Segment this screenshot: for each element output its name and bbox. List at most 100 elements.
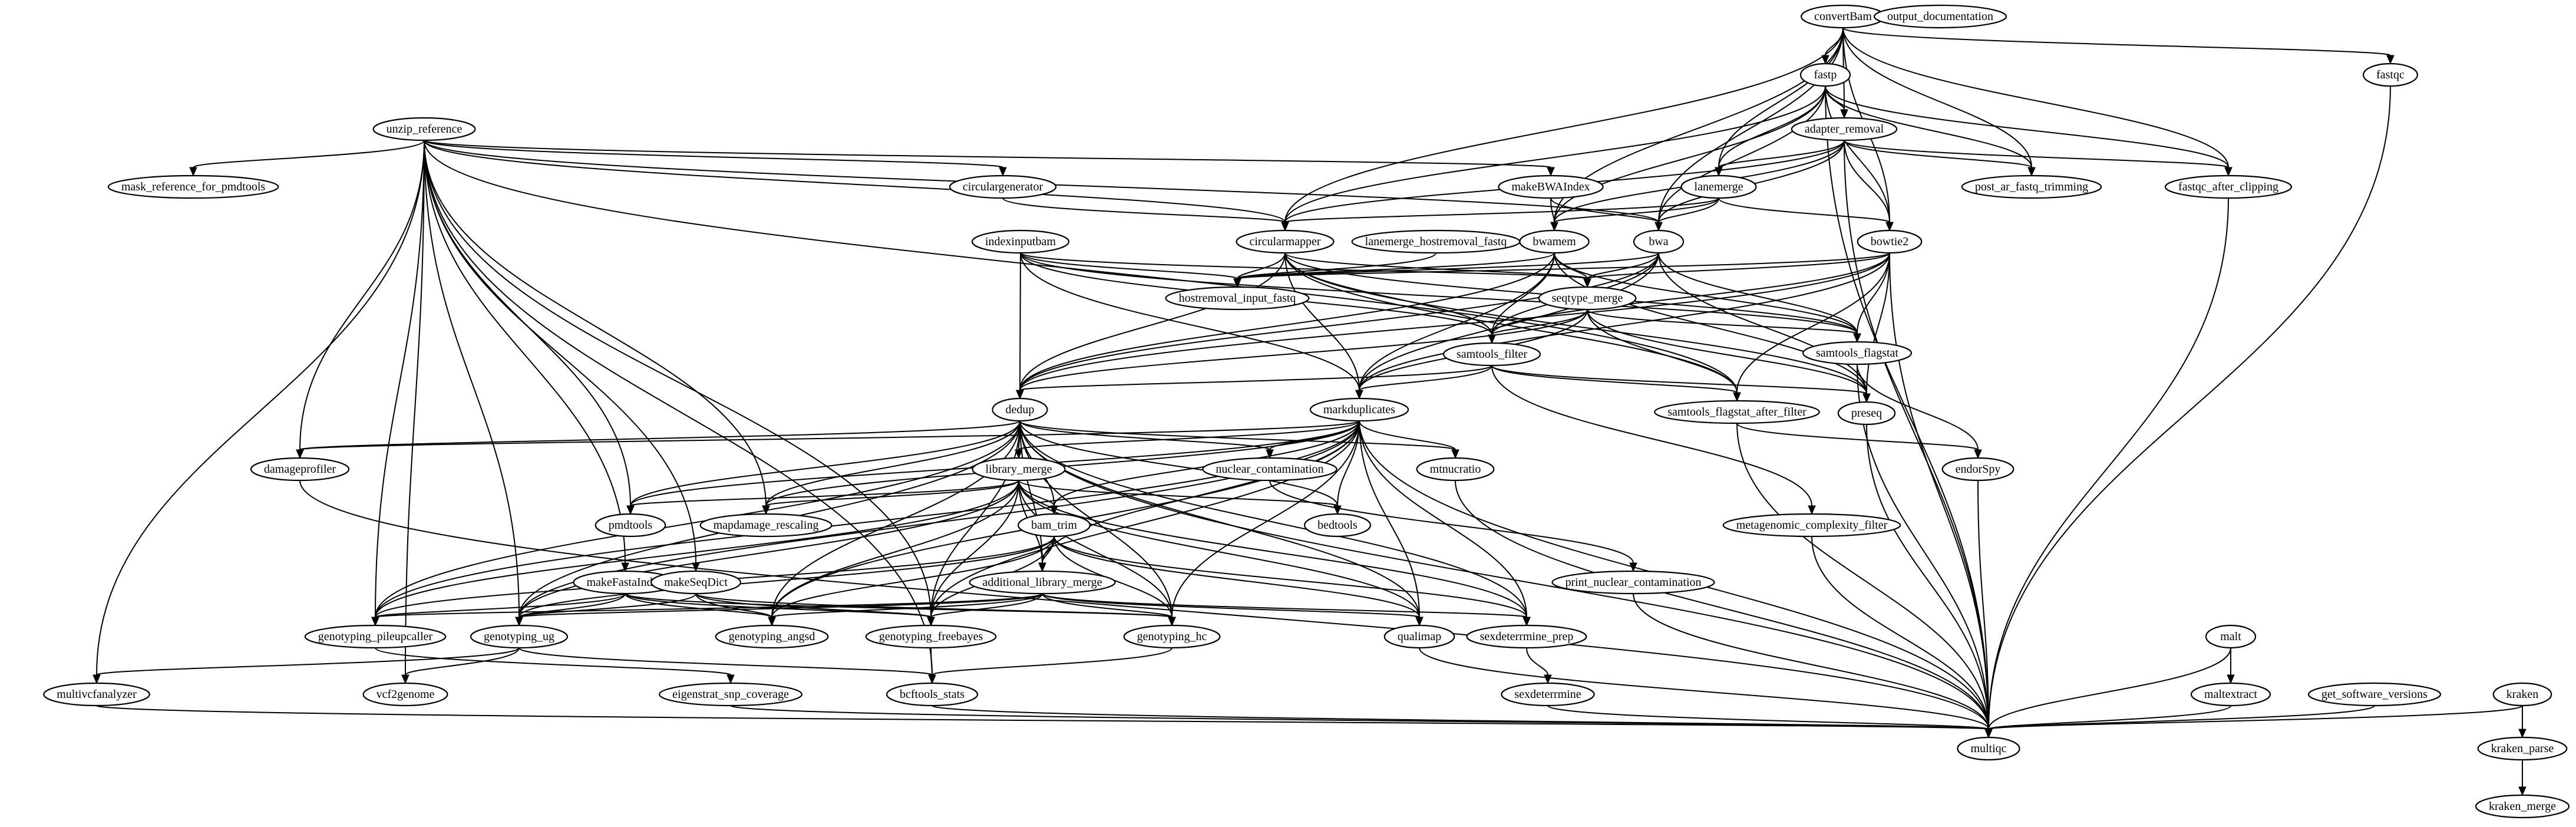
node-kraken_parse: kraken_parse — [2477, 736, 2568, 761]
edge-unzip_reference-to-mapdamage_rescaling — [424, 140, 770, 515]
node-circularmapper: circularmapper — [1236, 229, 1335, 254]
node-ellipse — [1123, 624, 1221, 649]
edge-line — [1237, 252, 1436, 279]
edge-line — [771, 480, 1019, 618]
node-output_documentation: output_documentation — [1873, 4, 2007, 29]
node-markduplicates: markduplicates — [1309, 397, 1409, 422]
edge-fastp-to-circularmapper — [1281, 85, 1826, 232]
edge-line — [1018, 480, 1338, 506]
node-ellipse — [992, 397, 1048, 422]
node-ellipse — [595, 513, 666, 538]
edge-markduplicates-to-mtnucratio — [1359, 420, 1459, 459]
edge-line — [1020, 252, 1588, 279]
edge-arrowhead — [1266, 449, 1274, 459]
edge-line — [1491, 365, 1867, 394]
node-ellipse — [43, 682, 150, 707]
edge-get_software_versions-to-multiqc — [1984, 705, 2375, 739]
edge-line — [765, 480, 1019, 506]
edge-line — [518, 647, 933, 676]
node-label: genotyping_angsd — [729, 630, 815, 643]
edge-line — [1491, 252, 1890, 335]
node-ellipse — [1416, 457, 1495, 482]
node-label: kraken_merge — [2489, 800, 2556, 813]
edge-unzip_reference-to-makeFastaIndex — [424, 140, 629, 572]
edge-seqtype_merge-to-samtools_flagstat — [1587, 309, 1861, 343]
edge-bam_trim-to-sexdeterrmine_prep — [1053, 536, 1531, 627]
node-bwa: bwa — [1633, 229, 1685, 254]
edge-multivcfanalyzer-to-multiqc — [96, 705, 1993, 739]
edge-line — [1237, 252, 1286, 279]
edge-line — [695, 593, 932, 618]
edge-dedup-to-mtnucratio — [1019, 420, 1459, 459]
edge-arrowhead — [1583, 278, 1591, 288]
edge-line — [930, 647, 933, 676]
edge-arrowhead — [1821, 55, 1829, 65]
node-hostremoval_input_fastq: hostremoval_input_fastq — [1165, 286, 1310, 311]
node-dedup: dedup — [992, 397, 1048, 422]
node-ellipse — [2205, 624, 2257, 649]
edge-line — [1857, 364, 1979, 450]
edge-line — [765, 420, 1021, 506]
edge-fastqc_after_clipping-to-multiqc — [1984, 197, 2229, 739]
node-pmdtools: pmdtools — [595, 513, 666, 538]
node-genotyping_angsd: genotyping_angsd — [715, 624, 829, 649]
edge-line — [518, 593, 696, 618]
node-ellipse — [865, 624, 997, 649]
edge-arrowhead — [928, 674, 936, 684]
node-ellipse — [2475, 794, 2570, 819]
edge-line — [1359, 420, 1420, 618]
node-lanemerge_hostremoval_fastq: lanemerge_hostremoval_fastq — [1351, 229, 1521, 254]
edge-line — [1658, 85, 1826, 223]
node-label: kraken_parse — [2491, 742, 2554, 755]
edge-circulargenerator-to-circularmapper — [1002, 197, 1289, 232]
edge-line — [518, 536, 1055, 618]
node-label: sexdeterrmine_prep — [1480, 630, 1574, 643]
edge-library_merge-to-pmdtools — [626, 480, 1019, 515]
node-ellipse — [1837, 401, 1896, 426]
node-label: makeFastaIndex — [586, 576, 663, 589]
node-ellipse — [699, 513, 833, 538]
node-vcf2genome: vcf2genome — [362, 682, 448, 707]
edge-line — [1284, 252, 1360, 391]
edge-line — [424, 140, 696, 564]
node-label: damageprofiler — [264, 463, 336, 476]
edge-line — [375, 420, 1360, 618]
node-genotyping_freebayes: genotyping_freebayes — [865, 624, 997, 649]
edge-lanemerge-to-bwamem — [1550, 197, 1719, 232]
edge-line — [771, 420, 1021, 618]
node-ellipse — [1442, 342, 1541, 367]
edge-malt-to-maltextract — [2227, 648, 2235, 684]
edge-kraken-to-multiqc — [1984, 705, 2523, 739]
node-ellipse — [1633, 229, 1685, 254]
node-ellipse — [1799, 62, 1851, 87]
node-print_nuclear_contamination: print_nuclear_contamination — [1551, 570, 1715, 595]
node-label: dedup — [1006, 403, 1035, 416]
node-label: adapter_removal — [1805, 123, 1884, 136]
edge-line — [1857, 252, 1890, 334]
node-genotyping_ug: genotyping_ug — [470, 624, 569, 649]
node-endorSpy: endorSpy — [1941, 457, 2014, 482]
edge-samtools_filter-to-preseq — [1491, 365, 1871, 403]
edge-arrowhead — [1355, 390, 1363, 400]
edge-convertBam-to-fastqc — [1842, 27, 2395, 65]
edge-samtools_filter-to-samtools_flagstat_after_filter — [1491, 365, 1741, 402]
edge-indexinputbam-to-hostremoval_input_fastq — [1020, 252, 1241, 288]
edge-line — [424, 140, 767, 506]
edge-line — [299, 420, 1360, 450]
edge-bwa-to-preseq — [1658, 252, 1871, 403]
node-ellipse — [372, 117, 476, 141]
node-bam_trim: bam_trim — [1018, 513, 1091, 538]
edge-unzip_reference-to-multivcfanalyzer — [93, 140, 425, 684]
edge-line — [1658, 27, 1844, 223]
edge-arrowhead — [1015, 449, 1023, 459]
edge-line — [1284, 197, 1719, 223]
edge-arrowhead — [515, 617, 523, 627]
edge-line — [730, 705, 1989, 730]
node-label: hostremoval_input_fastq — [1179, 292, 1296, 305]
node-ellipse — [650, 570, 741, 595]
node-sexdeterrmine_prep: sexdeterrmine_prep — [1466, 624, 1587, 649]
node-ellipse — [886, 682, 979, 707]
node-ellipse — [1165, 286, 1310, 311]
edge-line — [1844, 140, 1890, 223]
edge-line — [1988, 705, 2231, 730]
